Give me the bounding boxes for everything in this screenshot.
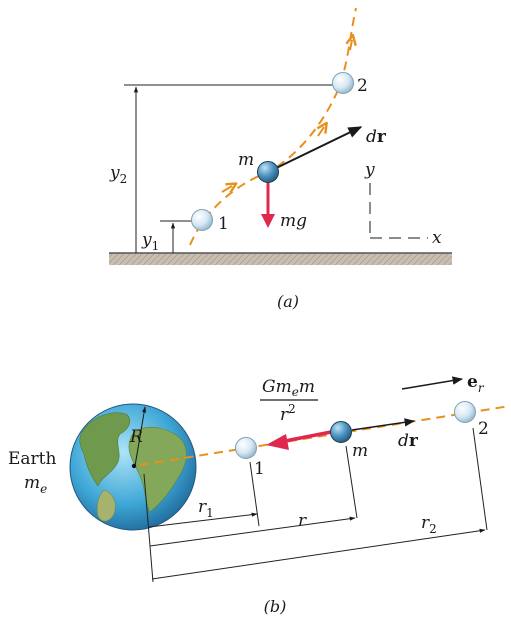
panel-a: y2 y1 1 2 dr mg m y x (a) [109, 7, 452, 311]
r1-dimension-arrow [148, 512, 258, 528]
axis-x-label: x [432, 228, 442, 248]
earth-continent-americas [79, 412, 131, 487]
weight-arrowhead [261, 214, 275, 228]
gravity-force-vector [279, 430, 332, 444]
extension-line-center [143, 473, 154, 583]
earth-mass-label: me [24, 473, 47, 496]
unit-vector-arrow [401, 376, 464, 390]
displacement-vector [267, 126, 363, 173]
point-1-label: 1 [254, 459, 265, 479]
weight-label: mg [280, 211, 307, 231]
earth-label: Earth [8, 449, 57, 469]
panel-a-caption: (a) [277, 292, 299, 311]
r2-label: r2 [421, 513, 437, 536]
r-dimension-arrow [149, 516, 356, 547]
mass-label: m [352, 441, 368, 461]
point-2-sphere [454, 401, 476, 423]
earth-continent-africa [128, 427, 187, 513]
point-1-label: 1 [218, 214, 229, 234]
trajectory-arrow-upper [350, 40, 352, 51]
y2-label: y2 [109, 163, 127, 186]
mass-sphere [257, 161, 279, 183]
force-numerator: Gmem [262, 377, 315, 399]
point-2-label: 2 [478, 419, 489, 439]
extension-line-m [345, 445, 358, 519]
point-1-sphere [191, 209, 213, 231]
r-label: r [298, 511, 307, 531]
panel-b-caption: (b) [264, 597, 287, 616]
r1-label: r1 [198, 497, 214, 520]
extension-line-2 [472, 427, 488, 531]
radial-path [139, 405, 511, 466]
point-2-sphere [332, 72, 354, 94]
earth-center [131, 463, 137, 469]
mass-label: m [238, 150, 254, 170]
radius-arrow [134, 406, 147, 467]
radius-label: R [129, 427, 143, 447]
trajectory-arrow-mid [318, 127, 324, 137]
mass-sphere [330, 421, 352, 443]
panel-b: Earth me R 1 2 m dr er Gmem r2 [8, 372, 511, 616]
y1-label: y1 [141, 230, 159, 253]
earth-continent-south [96, 489, 116, 522]
point-2-label: 2 [357, 76, 368, 96]
trajectory-arrow-lower [221, 186, 232, 192]
r2-dimension-arrow [151, 528, 486, 580]
ground [109, 253, 452, 265]
point-1-sphere [235, 437, 257, 459]
displacement-label: dr [398, 431, 419, 451]
trajectory-path [189, 7, 357, 246]
axis-y-label: y [364, 160, 375, 180]
displacement-label: dr [366, 127, 387, 147]
unit-vector-label: er [467, 372, 485, 395]
gravity-force-arrowhead [266, 434, 289, 450]
displacement-vector [351, 418, 416, 431]
force-denominator: r2 [280, 402, 296, 425]
